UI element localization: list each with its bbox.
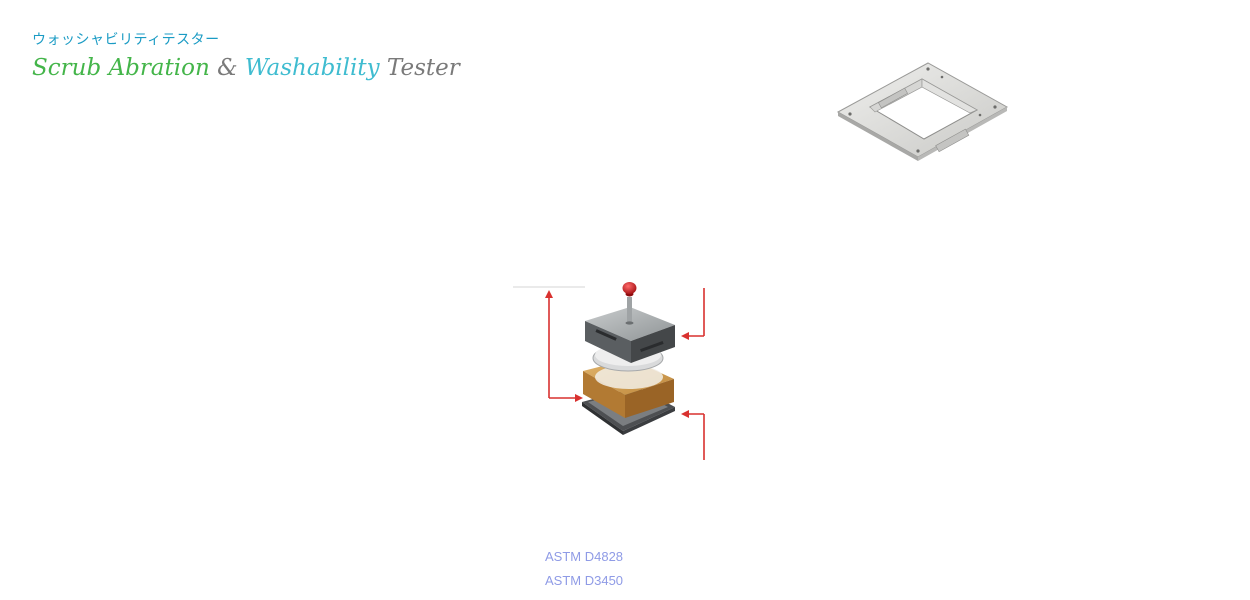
page-subtitle-jp: ウォッシャビリティテスター [32,32,220,48]
scrub-head-assembly-image [513,282,705,460]
title-washability: Washability [244,55,380,81]
title-tester: Tester [386,55,460,81]
page-title: Scrub Abration & Washability Tester [32,55,460,81]
standard-astm-d3450: ASTM D3450 [545,573,624,588]
frame-plate-image [836,62,1009,161]
title-ampersand: & [217,55,238,81]
standards-list: ASTM D4828 ASTM D3450 [545,545,623,593]
standard-astm-d4828: ASTM D4828 [545,549,624,564]
title-scrub-abration: Scrub Abration [32,55,210,81]
